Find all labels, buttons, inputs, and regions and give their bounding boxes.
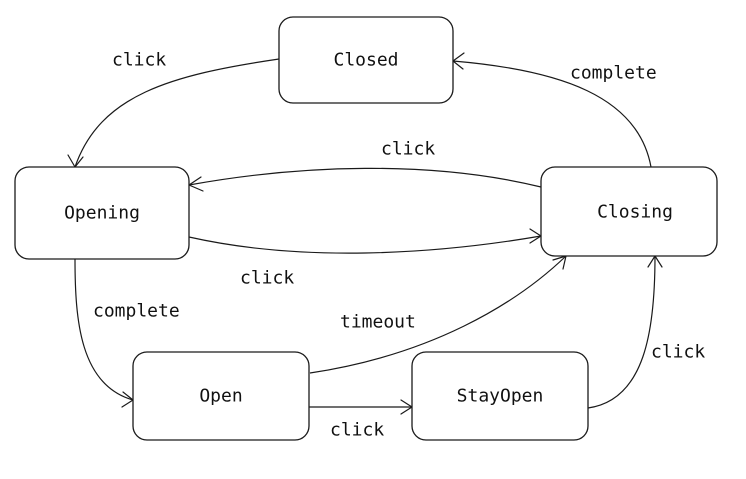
state-opening-label: Opening (64, 203, 140, 224)
state-stayopen[interactable]: StayOpen (411, 351, 589, 441)
edge-opening-to-closing (188, 228, 542, 254)
edge-opening-to-open (74, 258, 134, 408)
edge-label-opening-open: complete (93, 301, 180, 322)
edge-closed-to-opening (67, 58, 280, 168)
state-open-label: Open (199, 386, 242, 407)
state-open[interactable]: Open (132, 351, 310, 441)
state-closing-label: Closing (597, 202, 673, 223)
edge-label-open-closing: timeout (340, 312, 416, 333)
edge-label-closed-opening: click (112, 50, 166, 71)
edge-label-open-stayopen: click (330, 420, 384, 441)
edge-stayopen-to-closing (587, 255, 663, 409)
edge-label-stayopen-closing: click (651, 342, 705, 363)
edge-open-to-stayopen (309, 399, 413, 415)
edge-label-opening-closing: click (240, 268, 294, 289)
state-closed-label: Closed (333, 50, 398, 71)
edge-closing-to-opening (188, 167, 542, 192)
state-closing[interactable]: Closing (540, 166, 718, 257)
state-stayopen-label: StayOpen (457, 386, 544, 407)
state-opening[interactable]: Opening (14, 166, 190, 260)
edge-label-closing-closed: complete (570, 63, 657, 84)
state-closed[interactable]: Closed (278, 16, 454, 104)
edge-label-closing-opening: click (381, 139, 435, 160)
